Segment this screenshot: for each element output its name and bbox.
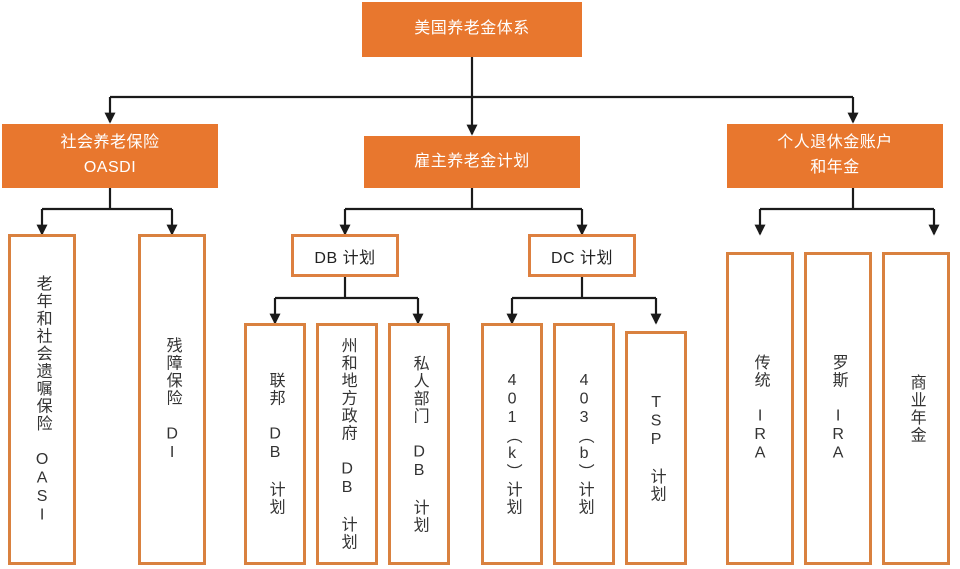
node-traditional-ira[interactable]: 传统 IRA <box>726 252 794 565</box>
node-private-db-plan[interactable]: 私人部门 DB 计划 <box>388 323 450 565</box>
node-social-pension-insurance[interactable]: 社会养老保险 OASDI <box>2 124 218 188</box>
node-db-plan[interactable]: DB 计划 <box>291 234 399 277</box>
node-di-label: 残障保险 DI <box>163 336 181 463</box>
node-traditional-ira-label: 传统 IRA <box>751 354 769 463</box>
node-oasdi-label-line2: OASDI <box>83 159 137 176</box>
node-401k-plan-label: 401（k）计划 <box>503 372 521 516</box>
node-403b-plan-label: 403（b）计划 <box>575 372 593 516</box>
node-oasdi-label-line1: 社会养老保险 <box>60 134 160 152</box>
node-ira-label-line2: 和年金 <box>810 159 860 176</box>
node-dc-plan-label: DC 计划 <box>550 249 614 267</box>
node-oasi-label: 老年和社会遗嘱保险 OASI <box>33 274 51 525</box>
node-root-label: 美国养老金体系 <box>414 20 530 38</box>
node-private-db-plan-label: 私人部门 DB 计划 <box>410 354 428 534</box>
node-dc-plan[interactable]: DC 计划 <box>528 234 636 277</box>
node-employer-label: 雇主养老金计划 <box>414 152 530 170</box>
node-state-local-db-plan[interactable]: 州和地方政府 DB 计划 <box>316 323 378 565</box>
node-state-local-db-plan-label: 州和地方政府 DB 计划 <box>338 337 356 551</box>
node-tsp-plan[interactable]: TSP 计划 <box>625 331 687 565</box>
node-db-plan-label: DB 计划 <box>314 249 376 267</box>
node-roth-ira-label: 罗斯 IRA <box>829 354 847 463</box>
node-root[interactable]: 美国养老金体系 <box>362 2 582 57</box>
node-tsp-plan-label: TSP 计划 <box>647 393 665 503</box>
node-federal-db-plan-label: 联邦 DB 计划 <box>266 372 284 516</box>
node-ira-label-line1: 个人退休金账户 <box>777 134 893 152</box>
node-403b-plan[interactable]: 403（b）计划 <box>553 323 615 565</box>
node-federal-db-plan[interactable]: 联邦 DB 计划 <box>244 323 306 565</box>
node-individual-retirement-account[interactable]: 个人退休金账户 和年金 <box>727 124 943 188</box>
node-commercial-annuity-label: 商业年金 <box>907 373 925 444</box>
node-roth-ira[interactable]: 罗斯 IRA <box>804 252 872 565</box>
node-oasi[interactable]: 老年和社会遗嘱保险 OASI <box>8 234 76 565</box>
node-employer-pension-plan[interactable]: 雇主养老金计划 <box>364 136 580 188</box>
node-di[interactable]: 残障保险 DI <box>138 234 206 565</box>
node-401k-plan[interactable]: 401（k）计划 <box>481 323 543 565</box>
node-commercial-annuity[interactable]: 商业年金 <box>882 252 950 565</box>
